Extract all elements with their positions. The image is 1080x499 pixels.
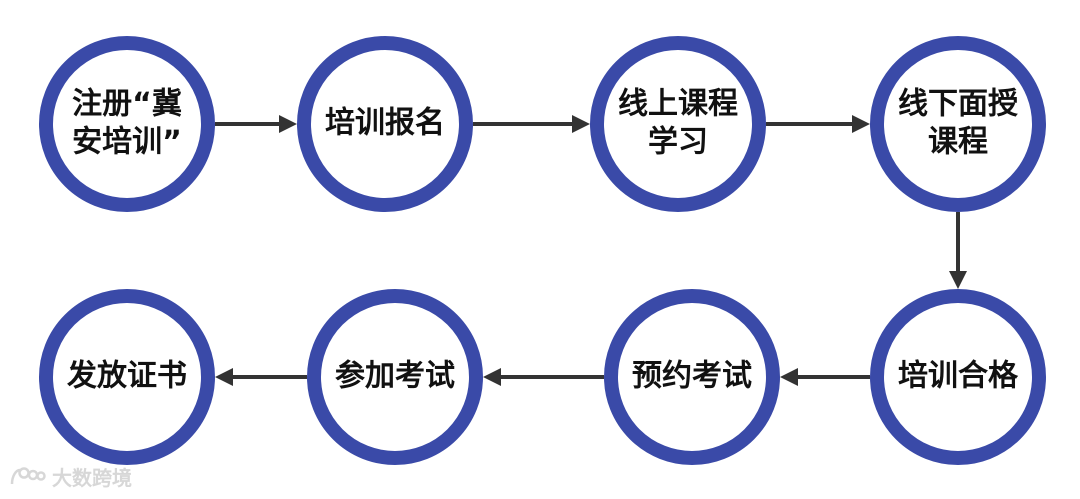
step-label-line: 培训报名 [325, 106, 445, 141]
step-label-line: 参加考试 [335, 359, 455, 394]
step-node-s8: 发放证书 [39, 289, 215, 465]
step-circle [590, 36, 766, 212]
step-label-line: 线上课程 [618, 87, 738, 122]
step-label-line: 线下面授 [898, 87, 1018, 122]
watermark-text: 大数跨境 [52, 466, 132, 490]
watermark: 大数跨境 [8, 462, 132, 491]
arrowhead-icon [780, 368, 798, 386]
step-node-s5: 培训合格 [870, 289, 1046, 465]
arrowhead-icon [279, 115, 297, 133]
step-label-line: 学习 [648, 125, 708, 160]
arrowhead-icon [572, 115, 590, 133]
step-circle [39, 36, 215, 212]
step-circle [870, 36, 1046, 212]
step-circle [604, 289, 780, 465]
arrowhead-icon [215, 368, 233, 386]
step-circle [39, 289, 215, 465]
connector-layer [215, 115, 967, 386]
step-label-line: 培训合格 [898, 359, 1019, 394]
step-label-line: 课程 [928, 125, 988, 160]
step-label-line: 安培训” [72, 125, 182, 160]
step-node-s6: 预约考试 [604, 289, 780, 465]
arrowhead-icon [852, 115, 870, 133]
step-label-line: 预约考试 [632, 359, 752, 394]
arrowhead-icon [949, 271, 967, 289]
step-label-line: 注册“冀 [72, 87, 182, 122]
step-node-s2: 培训报名 [297, 36, 473, 212]
ducklings-logo-icon [10, 466, 46, 484]
step-circle [297, 36, 473, 212]
step-label-line: 发放证书 [66, 359, 187, 394]
step-circle [307, 289, 483, 465]
step-node-s7: 参加考试 [307, 289, 483, 465]
step-circle [870, 289, 1046, 465]
arrowhead-icon [483, 368, 501, 386]
